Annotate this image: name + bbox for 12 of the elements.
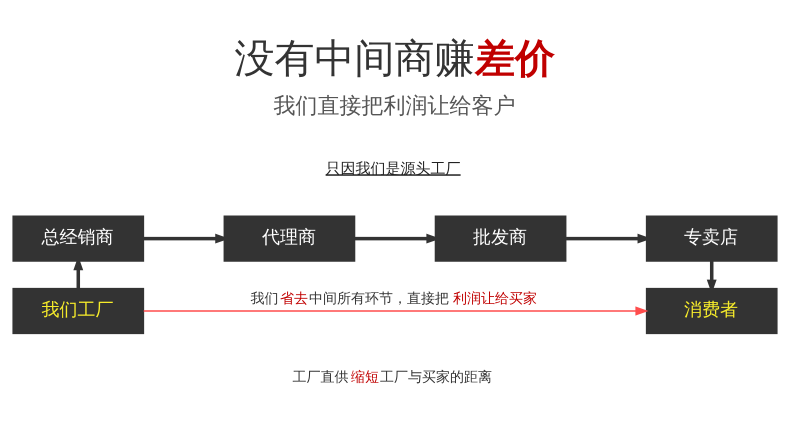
node-box: 批发商	[434, 216, 566, 262]
edge-label: 我们省去中间所有环节，直接把利润让给买家	[250, 291, 537, 308]
diagram-title: 没有中间商赚差价	[234, 36, 555, 82]
label: 只因我们是源头工厂	[326, 159, 461, 178]
label: 我们直接把利润让给客户	[273, 93, 516, 120]
node-box: 专卖店	[646, 216, 778, 262]
node-box: 代理商	[224, 216, 356, 262]
node-box: 总经销商	[12, 216, 144, 262]
node-box: 消费者	[646, 288, 778, 334]
node-box: 我们工厂	[12, 288, 144, 334]
label: 工厂直供缩短工厂与买家的距离	[292, 370, 492, 386]
arrow	[144, 306, 648, 316]
